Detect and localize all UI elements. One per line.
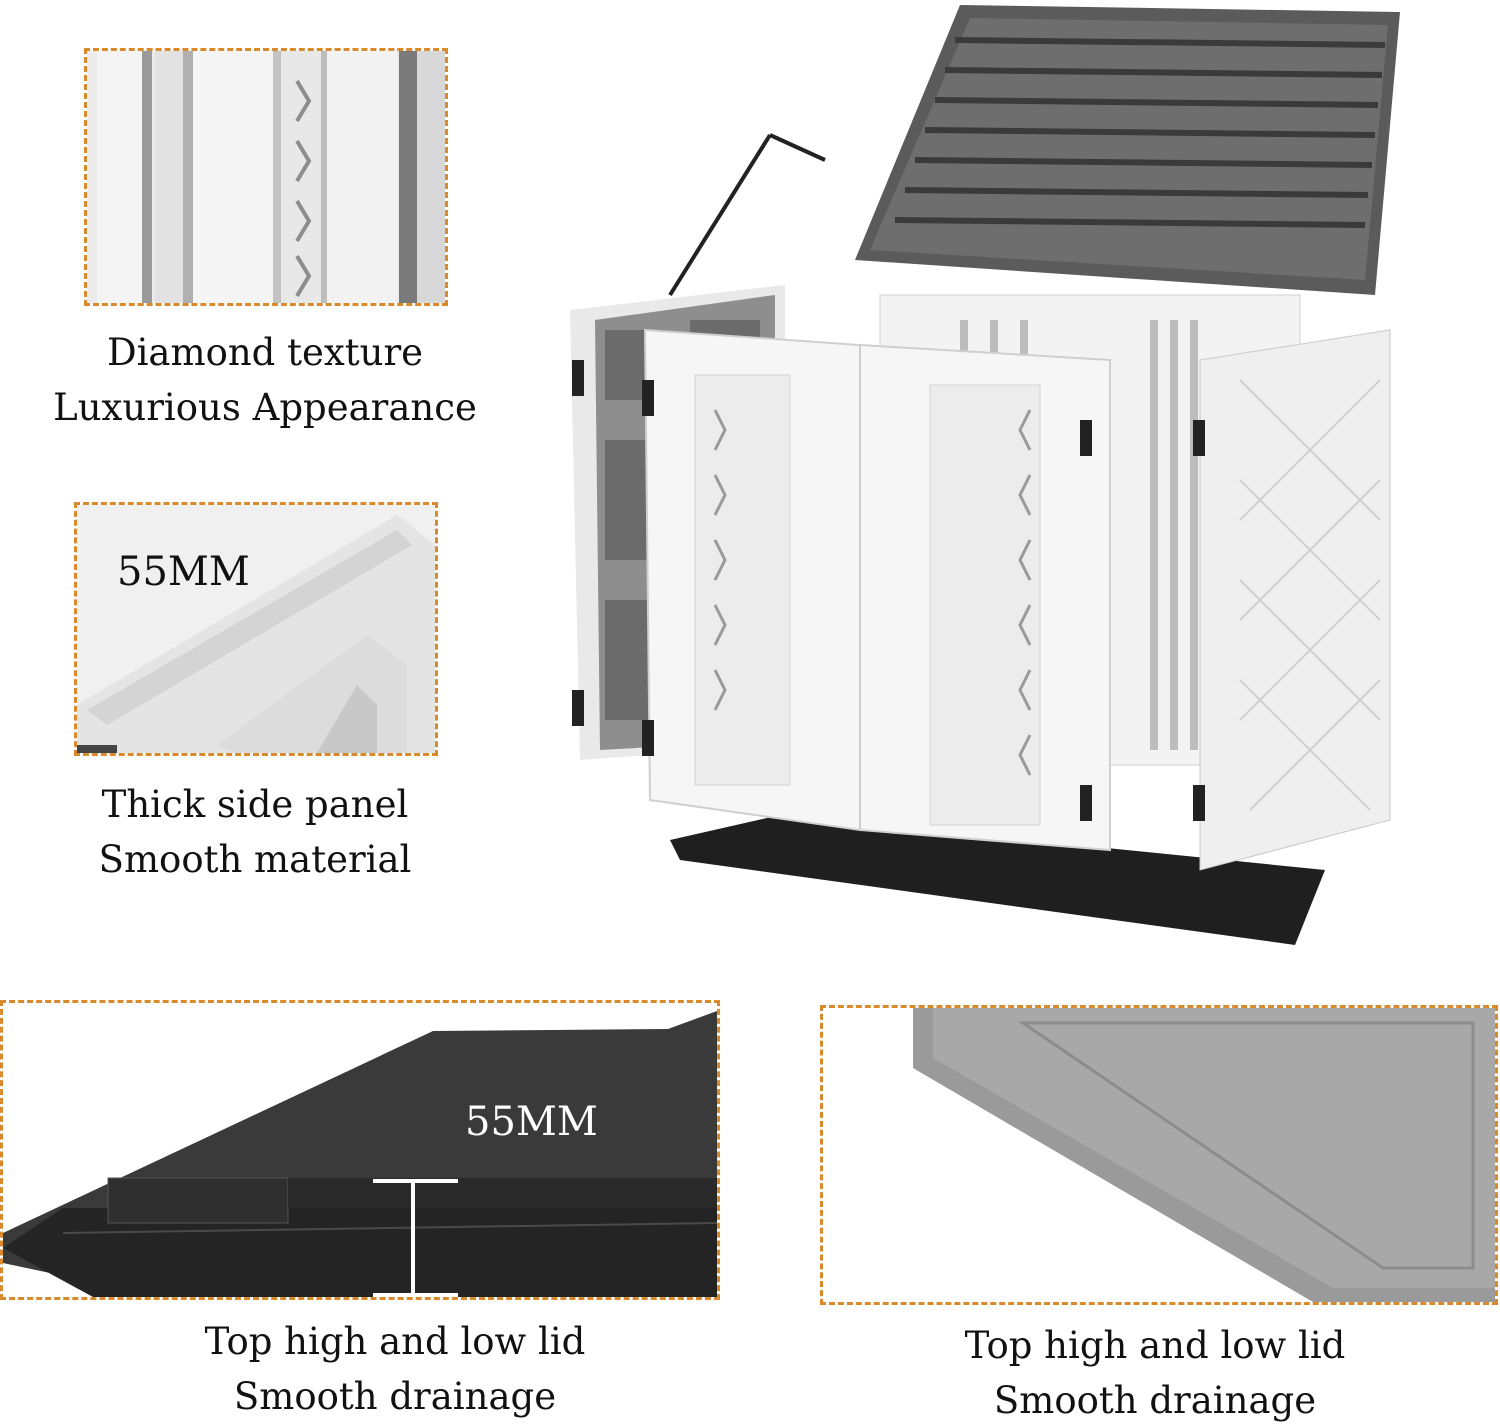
caption-line-2: Luxurious Appearance xyxy=(53,386,477,429)
base-lid-caption: Top high and low lid Smooth drainage xyxy=(170,1314,620,1424)
caption-line-2: Smooth drainage xyxy=(233,1375,557,1418)
base-lid-measurement: 55MM xyxy=(465,1099,598,1145)
grey-lid-image xyxy=(823,1008,1495,1302)
storage-shed-illustration xyxy=(570,5,1400,945)
grey-lid-caption: Top high and low lid Smooth drainage xyxy=(930,1318,1380,1428)
diamond-texture-caption: Diamond texture Luxurious Appearance xyxy=(40,325,490,435)
side-panel-image xyxy=(77,505,435,753)
diamond-texture-inset xyxy=(84,48,448,306)
side-panel-inset: 55MM xyxy=(74,502,438,756)
caption-line-1: Top high and low lid xyxy=(204,1320,586,1363)
side-panel-caption: Thick side panel Smooth material xyxy=(30,777,480,887)
caption-line-1: Top high and low lid xyxy=(964,1324,1346,1367)
base-lid-inset: 55MM xyxy=(0,1000,720,1300)
caption-line-2: Smooth drainage xyxy=(993,1379,1317,1422)
side-panel-measurement: 55MM xyxy=(117,549,250,595)
diamond-texture-image xyxy=(87,51,445,303)
base-lid-image xyxy=(3,1003,717,1297)
base-plate xyxy=(670,815,1325,945)
caption-line-1: Diamond texture xyxy=(106,331,424,374)
grey-lid-inset xyxy=(820,1005,1498,1305)
right-side-panel xyxy=(1199,329,1391,871)
caption-line-2: Smooth material xyxy=(98,838,412,881)
caption-line-1: Thick side panel xyxy=(101,783,409,826)
